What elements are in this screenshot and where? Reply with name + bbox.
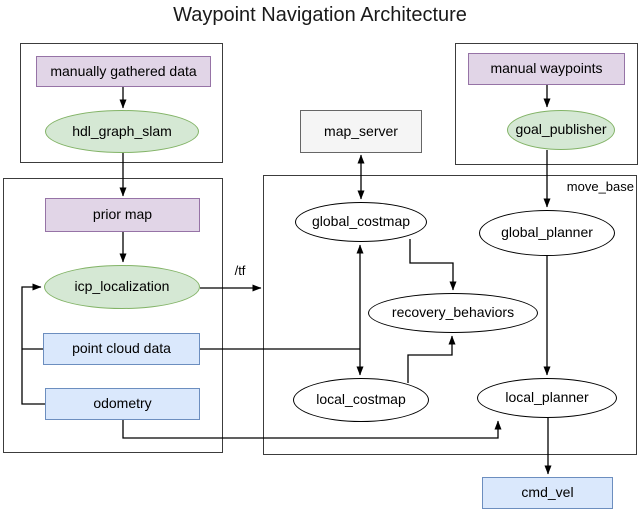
node-manually-gathered-data: manually gathered data bbox=[36, 56, 211, 87]
node-point-cloud-data: point cloud data bbox=[43, 333, 200, 365]
node-manual-waypoints: manual waypoints bbox=[468, 53, 625, 85]
node-icp-localization: icp_localization bbox=[44, 265, 200, 309]
node-map-server: map_server bbox=[300, 110, 422, 153]
node-global-planner: global_planner bbox=[479, 210, 615, 256]
node-odometry: odometry bbox=[45, 388, 200, 420]
node-local-costmap: local_costmap bbox=[293, 378, 429, 422]
node-cmd-vel: cmd_vel bbox=[482, 477, 613, 509]
node-goal-publisher: goal_publisher bbox=[507, 110, 615, 150]
node-global-costmap: global_costmap bbox=[295, 202, 427, 242]
edge-globalcostmap-to-recovery bbox=[409, 239, 457, 291]
edge-odometry-to-localplanner bbox=[122, 420, 502, 439]
container-label-move-base: move_base bbox=[566, 179, 634, 194]
node-prior-map: prior map bbox=[45, 198, 200, 232]
node-recovery-behaviors: recovery_behaviors bbox=[368, 293, 538, 333]
edge-label-tf: /tf bbox=[234, 263, 246, 278]
diagram-title: Waypoint Navigation Architecture bbox=[173, 4, 467, 26]
node-local-planner: local_planner bbox=[477, 378, 617, 418]
edge-group bbox=[21, 85, 552, 475]
edge-odometry-to-icp bbox=[21, 283, 45, 405]
node-hdl-graph-slam: hdl_graph_slam bbox=[45, 110, 199, 153]
edge-localcostmap-to-recovery bbox=[407, 335, 456, 383]
